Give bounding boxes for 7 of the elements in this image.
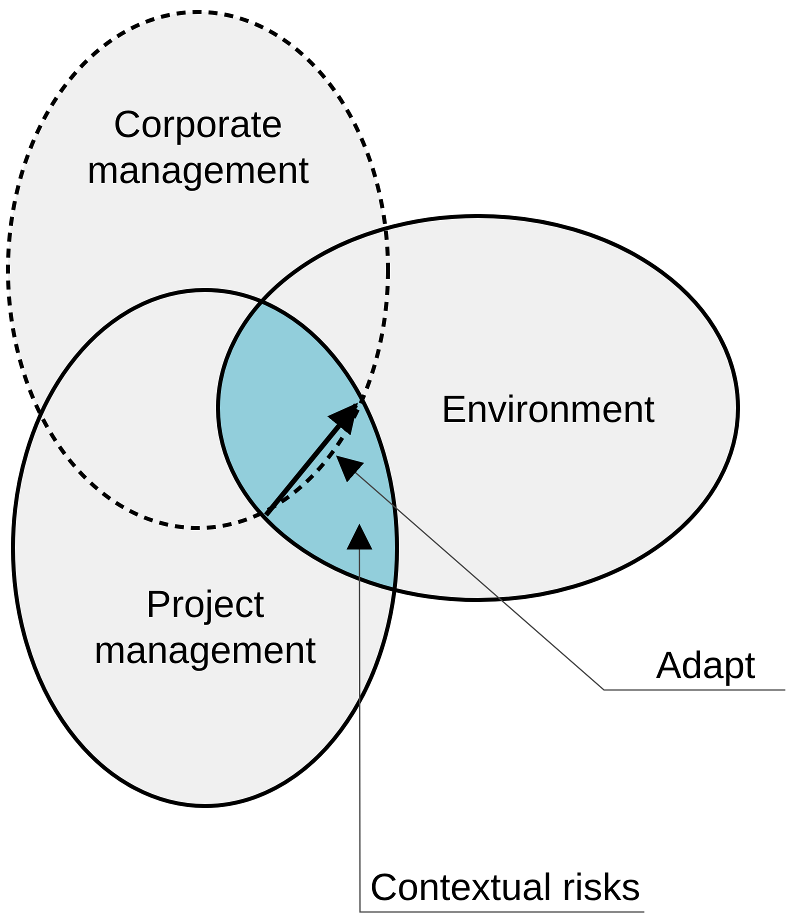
leader-line [346,524,644,913]
leader-label: Adapt [656,644,756,688]
leader-label: Contextual risks [370,866,640,910]
ellipse-label: Project management [93,583,317,674]
leader-line [336,456,786,691]
ellipse-label: Environment [440,388,656,433]
ellipse-label: Corporate management [86,103,310,194]
